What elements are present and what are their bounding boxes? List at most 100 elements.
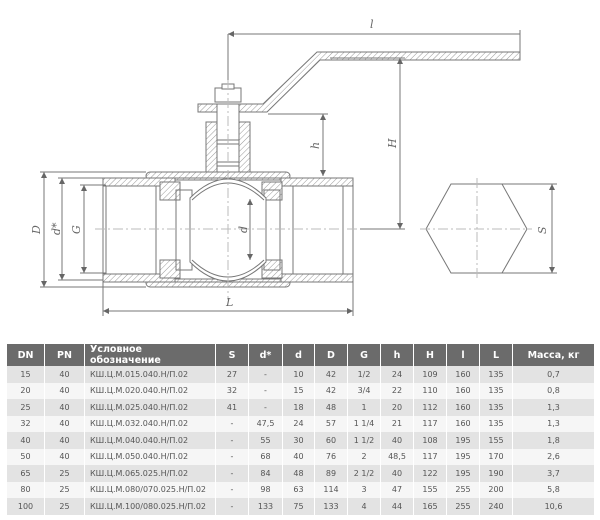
table-cell: 3/4 — [348, 382, 380, 399]
table-cell: 63 — [283, 481, 314, 498]
table-cell: 1,8 — [513, 432, 594, 449]
table-cell: 42 — [315, 382, 347, 399]
table-cell: 255 — [447, 481, 479, 498]
table-cell: 40 — [45, 448, 84, 465]
table-cell: - — [216, 448, 248, 465]
table-cell: 135 — [480, 415, 512, 432]
table-cell: 100 — [7, 498, 44, 515]
table-cell: 2,6 — [513, 448, 594, 465]
col-header-h: h — [381, 344, 413, 366]
table-cell: 109 — [414, 366, 446, 383]
table-cell: 10,6 — [513, 498, 594, 515]
table-cell: 160 — [447, 415, 479, 432]
table-cell: 1,3 — [513, 399, 594, 416]
table-cell: 155 — [480, 432, 512, 449]
table-cell: 47,5 — [249, 415, 282, 432]
table-cell: 1/2 — [348, 366, 380, 383]
specifications-table: DN PN Условное обозначение S d* d D G h … — [6, 344, 595, 515]
table-cell: 255 — [447, 498, 479, 515]
table-cell: 40 — [381, 465, 413, 482]
col-header-designation: Условное обозначение — [85, 344, 215, 366]
table-cell: 240 — [480, 498, 512, 515]
table-cell: 40 — [381, 432, 413, 449]
table-cell: 42 — [315, 366, 347, 383]
table-cell: 108 — [414, 432, 446, 449]
table-cell: - — [249, 366, 282, 383]
table-cell: 76 — [315, 448, 347, 465]
table-cell: 20 — [381, 399, 413, 416]
table-cell: 18 — [283, 399, 314, 416]
table-cell: 84 — [249, 465, 282, 482]
table-cell: КШ.Ц.М.065.025.Н/П.02 — [85, 465, 215, 482]
table-cell: 2 — [348, 448, 380, 465]
table-cell: 4 — [348, 498, 380, 515]
table-cell: КШ.Ц.М.020.040.Н/П.02 — [85, 382, 215, 399]
table-cell: 65 — [7, 465, 44, 482]
table-cell: 0,8 — [513, 382, 594, 399]
dim-label-L: L — [225, 296, 233, 309]
table-cell: 50 — [7, 448, 44, 465]
table-cell: 40 — [45, 382, 84, 399]
table-cell: 40 — [45, 415, 84, 432]
table-cell: 48 — [283, 465, 314, 482]
table-cell: 165 — [414, 498, 446, 515]
table-cell: 24 — [381, 366, 413, 383]
table-cell: 117 — [414, 415, 446, 432]
table-cell: 133 — [249, 498, 282, 515]
table-cell: 3 — [348, 481, 380, 498]
table-cell: 117 — [414, 448, 446, 465]
table-cell: 80 — [7, 481, 44, 498]
table-cell: 1,3 — [513, 415, 594, 432]
col-header-d: d — [283, 344, 314, 366]
table-cell: 0,7 — [513, 366, 594, 383]
col-header-d-star: d* — [249, 344, 282, 366]
table-cell: 21 — [381, 415, 413, 432]
table-cell: 3,7 — [513, 465, 594, 482]
dim-label-l-top: l — [370, 18, 374, 31]
table-cell: 22 — [381, 382, 413, 399]
table-cell: - — [249, 399, 282, 416]
table-cell: 48 — [315, 399, 347, 416]
table-header-row: DN PN Условное обозначение S d* d D G h … — [7, 344, 594, 366]
table-cell: 40 — [7, 432, 44, 449]
table-cell: 44 — [381, 498, 413, 515]
table-cell: 135 — [480, 399, 512, 416]
table-cell: КШ.Ц.М.100/080.025.Н/П.02 — [85, 498, 215, 515]
table-cell: КШ.Ц.М.025.040.Н/П.02 — [85, 399, 215, 416]
table-cell: 32 — [216, 382, 248, 399]
table-cell: - — [216, 415, 248, 432]
table-cell: - — [216, 498, 248, 515]
table-cell: 40 — [45, 366, 84, 383]
table-cell: 55 — [249, 432, 282, 449]
table-cell: КШ.Ц.М.040.040.Н/П.02 — [85, 432, 215, 449]
table-cell: 110 — [414, 382, 446, 399]
table-cell: 25 — [45, 465, 84, 482]
col-header-dn: DN — [7, 344, 44, 366]
table-cell: 133 — [315, 498, 347, 515]
table-cell: 190 — [480, 465, 512, 482]
table-cell: 2 1/2 — [348, 465, 380, 482]
table-cell: 1 — [348, 399, 380, 416]
table-cell: - — [249, 382, 282, 399]
table-cell: 160 — [447, 382, 479, 399]
table-cell: 1 1/4 — [348, 415, 380, 432]
table-cell: 160 — [447, 399, 479, 416]
table-cell: 200 — [480, 481, 512, 498]
col-header-s: S — [216, 344, 248, 366]
table-cell: - — [216, 465, 248, 482]
table-cell: 68 — [249, 448, 282, 465]
table-cell: 24 — [283, 415, 314, 432]
table-cell: КШ.Ц.М.015.040.Н/П.02 — [85, 366, 215, 383]
table-cell: 25 — [7, 399, 44, 416]
col-header-g: G — [348, 344, 380, 366]
table-cell: 32 — [7, 415, 44, 432]
col-header-L: L — [480, 344, 512, 366]
table-cell: 27 — [216, 366, 248, 383]
dim-label-d-star: d* — [50, 222, 63, 235]
